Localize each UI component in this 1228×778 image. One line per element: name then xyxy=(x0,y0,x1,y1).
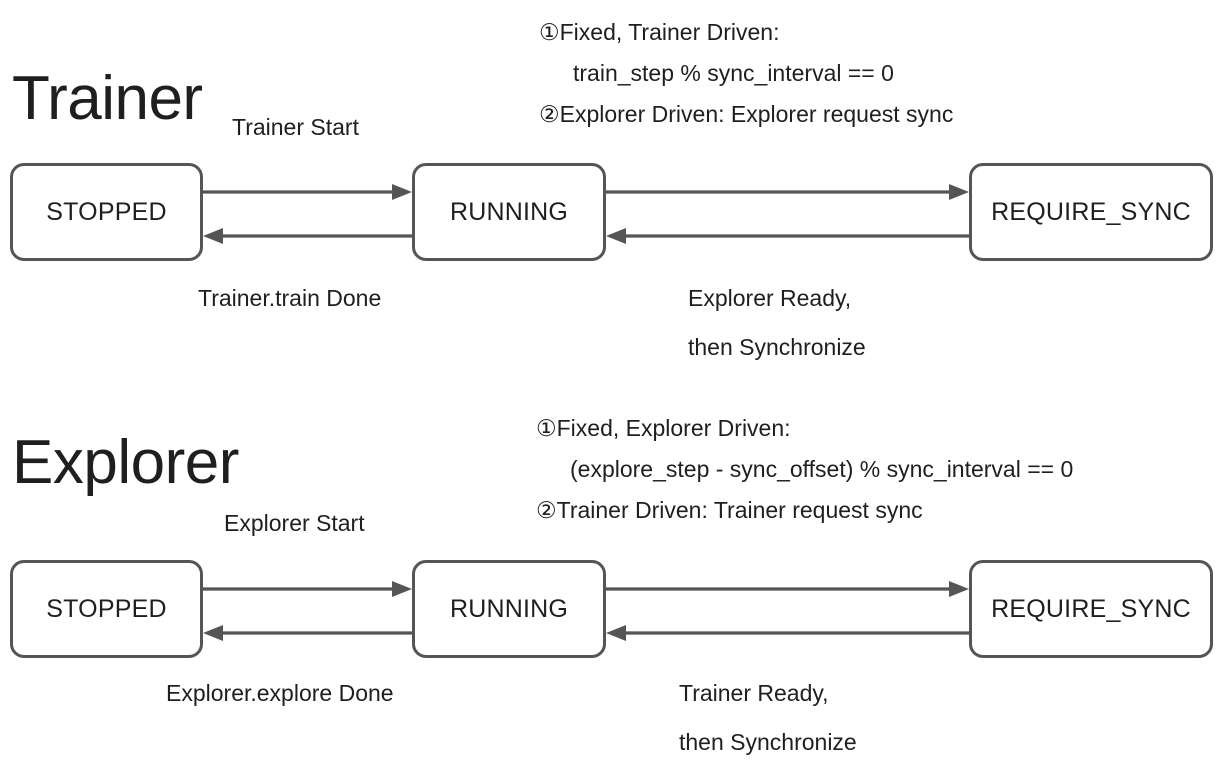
explorer-sync-notes: ①Fixed, Explorer Driven: (explore_step -… xyxy=(536,408,1073,531)
trainer-explorer-ready-line-2: then Synchronize xyxy=(688,334,866,360)
explorer-state-require-sync-label: REQUIRE_SYNC xyxy=(991,594,1191,623)
trainer-sync-notes: ①Fixed, Trainer Driven: train_step % syn… xyxy=(539,12,953,135)
explorer-state-running-label: RUNNING xyxy=(449,594,569,623)
trainer-state-require-sync-label: REQUIRE_SYNC xyxy=(991,197,1191,226)
arrow-explorer-require-sync-to-running xyxy=(606,625,969,641)
explorer-trainer-ready-line-2: then Synchronize xyxy=(679,729,857,755)
explorer-state-stopped[interactable]: STOPPED xyxy=(10,560,203,658)
explorer-start-label: Explorer Start xyxy=(224,510,365,536)
trainer-state-stopped[interactable]: STOPPED xyxy=(10,163,203,261)
arrow-trainer-running-to-require-sync xyxy=(606,184,969,200)
explorer-state-require-sync[interactable]: REQUIRE_SYNC xyxy=(969,560,1213,658)
arrow-explorer-running-to-stopped xyxy=(203,625,412,641)
explorer-note-line-2: (explore_step - sync_offset) % sync_inte… xyxy=(570,456,1074,482)
trainer-state-require-sync[interactable]: REQUIRE_SYNC xyxy=(969,163,1213,261)
explorer-state-stopped-label: STOPPED xyxy=(46,594,167,623)
explorer-state-running[interactable]: RUNNING xyxy=(412,560,606,658)
trainer-note-line-3: ②Explorer Driven: Explorer request sync xyxy=(539,101,954,127)
explorer-trainer-ready-line-1: Trainer Ready, xyxy=(679,680,829,706)
arrow-explorer-running-to-require-sync xyxy=(606,581,969,597)
trainer-state-running-label: RUNNING xyxy=(449,197,569,226)
explorer-note-line-1: ①Fixed, Explorer Driven: xyxy=(536,415,791,441)
trainer-train-done-label: Trainer.train Done xyxy=(198,285,382,311)
trainer-section-heading: Trainer xyxy=(12,64,203,133)
arrow-trainer-require-sync-to-running xyxy=(606,228,969,244)
arrow-trainer-stopped-to-running xyxy=(203,184,412,200)
trainer-start-label: Trainer Start xyxy=(232,114,359,140)
arrow-explorer-stopped-to-running xyxy=(203,581,412,597)
explorer-explore-done-label: Explorer.explore Done xyxy=(166,680,394,706)
arrow-trainer-running-to-stopped xyxy=(203,228,412,244)
trainer-state-running[interactable]: RUNNING xyxy=(412,163,606,261)
trainer-explorer-ready-label: Explorer Ready, then Synchronize xyxy=(688,283,866,363)
trainer-note-line-1: ①Fixed, Trainer Driven: xyxy=(539,19,780,45)
trainer-note-line-2: train_step % sync_interval == 0 xyxy=(573,60,894,86)
explorer-note-line-3: ②Trainer Driven: Trainer request sync xyxy=(536,497,923,523)
trainer-explorer-ready-line-1: Explorer Ready, xyxy=(688,285,852,311)
explorer-trainer-ready-label: Trainer Ready, then Synchronize xyxy=(679,678,857,758)
trainer-state-stopped-label: STOPPED xyxy=(46,197,167,226)
explorer-section-heading: Explorer xyxy=(12,428,239,497)
